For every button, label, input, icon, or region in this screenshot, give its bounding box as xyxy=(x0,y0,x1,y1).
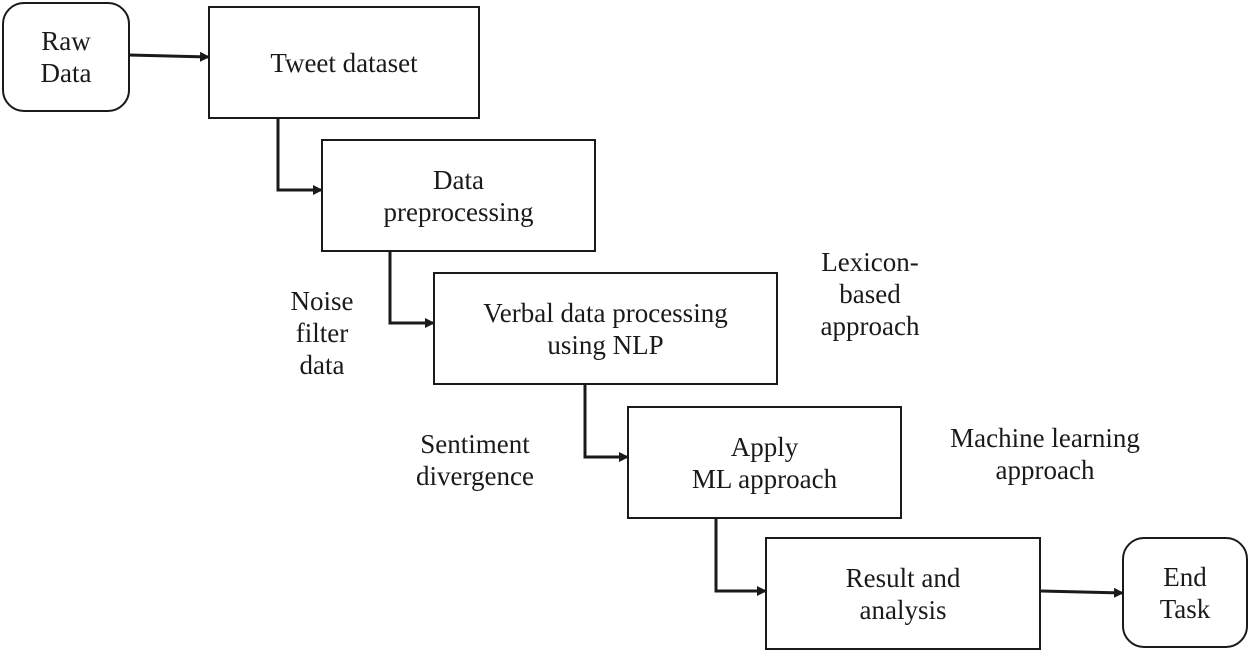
arrow-tweet-to-preprocessing xyxy=(276,118,323,195)
node-result-analysis-line-1: Result and xyxy=(845,562,961,593)
annotation-noise-filter: Noise filter data xyxy=(272,285,372,381)
node-result-analysis-line-2: analysis xyxy=(859,594,947,625)
node-result-analysis: Result and analysis xyxy=(765,537,1041,650)
annotation-sentiment-divergence-line-1: Sentiment xyxy=(420,429,530,459)
node-data-preprocessing: Data preprocessing xyxy=(321,139,596,252)
node-verbal-processing-line-1: Verbal data processing xyxy=(483,297,728,328)
node-data-preprocessing-line-2: preprocessing xyxy=(383,196,534,227)
node-raw-data-line-2: Data xyxy=(40,58,92,88)
arrow-ml-to-result xyxy=(714,518,767,596)
node-verbal-processing-line-2: using NLP xyxy=(547,329,664,360)
node-end-task-line-2: Task xyxy=(1159,593,1211,624)
arrow-raw-to-tweet xyxy=(128,51,210,62)
node-tweet-dataset: Tweet dataset xyxy=(208,6,480,119)
annotation-noise-filter-line-3: data xyxy=(299,350,345,380)
node-apply-ml: Apply ML approach xyxy=(627,406,902,519)
annotation-lexicon-based-line-1: Lexicon- xyxy=(821,247,919,277)
arrow-result-to-end xyxy=(1040,587,1124,598)
node-end-task-line-1: End xyxy=(1163,561,1207,592)
node-apply-ml-line-2: ML approach xyxy=(691,463,838,494)
annotation-sentiment-divergence: Sentiment divergence xyxy=(395,428,555,492)
annotation-lexicon-based-line-2: based xyxy=(839,279,901,309)
node-raw-data-line-1: Raw xyxy=(41,26,91,56)
node-raw-data: Raw Data xyxy=(2,2,130,112)
annotation-noise-filter-line-1: Noise xyxy=(290,286,354,316)
arrow-verbal-to-ml xyxy=(583,384,629,462)
node-apply-ml-line-1: Apply xyxy=(730,431,799,462)
node-data-preprocessing-line-1: Data xyxy=(433,164,484,195)
node-end-task: End Task xyxy=(1122,537,1248,648)
annotation-machine-learning-line-2: approach xyxy=(995,455,1095,485)
node-verbal-processing: Verbal data processing using NLP xyxy=(433,272,778,385)
annotation-noise-filter-line-2: filter xyxy=(295,318,349,348)
annotation-machine-learning-line-1: Machine learning xyxy=(950,423,1140,453)
annotation-machine-learning: Machine learning approach xyxy=(925,422,1165,486)
annotation-lexicon-based-line-3: approach xyxy=(820,311,920,341)
node-tweet-dataset-line-1: Tweet dataset xyxy=(270,47,418,78)
arrow-preprocessing-to-verbal xyxy=(388,250,435,328)
annotation-lexicon-based: Lexicon- based approach xyxy=(800,246,940,342)
annotation-sentiment-divergence-line-2: divergence xyxy=(416,461,534,491)
